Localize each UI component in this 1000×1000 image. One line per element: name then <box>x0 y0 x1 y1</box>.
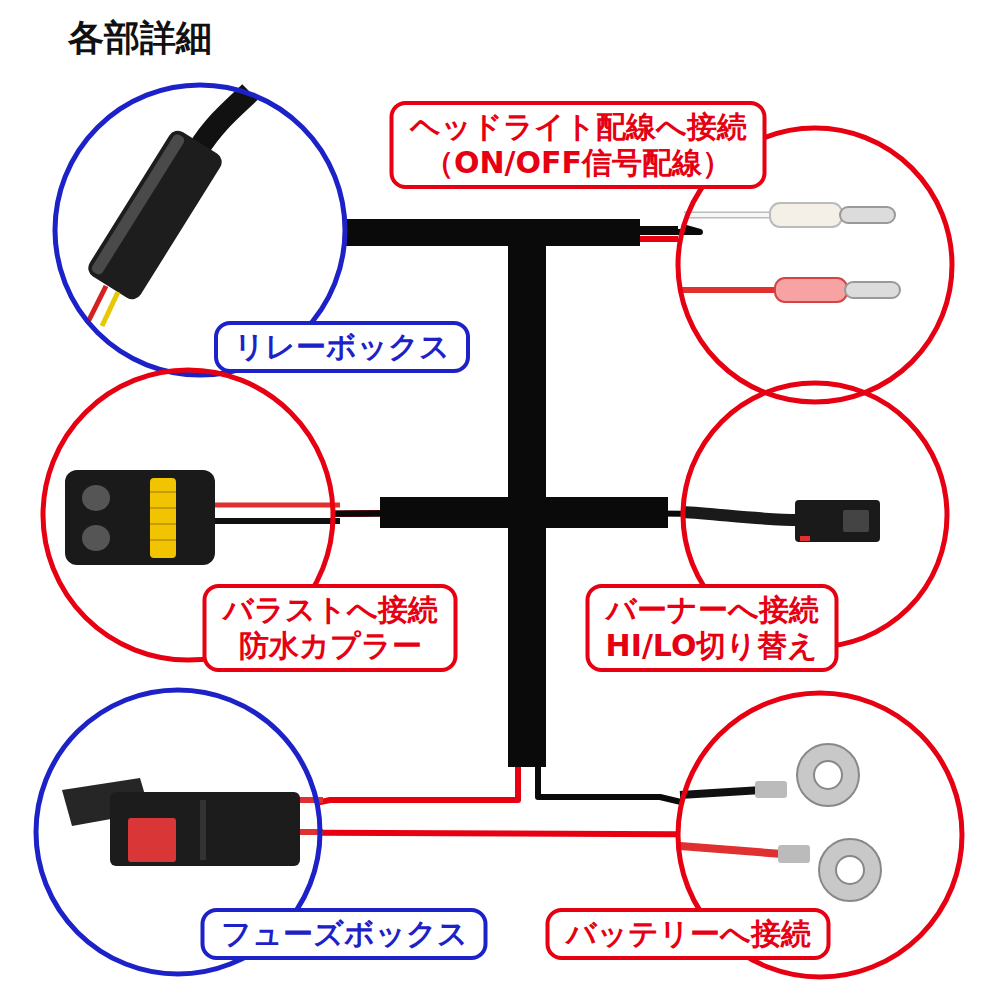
ring-terminal <box>797 744 859 806</box>
ring-hole <box>836 856 864 884</box>
diagram-title: 各部詳細 <box>68 14 212 63</box>
part-circle: バッテリーへ接続 <box>675 690 965 980</box>
crimp <box>778 845 810 863</box>
callout-label: フューズボックス <box>201 908 488 960</box>
trunk-bar <box>346 219 640 246</box>
part-label: ヘッドライト配線へ接続 （ON/OFF信号配線） <box>410 109 747 181</box>
part-label: バッテリーへ接続 <box>566 916 811 952</box>
bullet-pin <box>840 207 895 223</box>
red-wire <box>679 287 777 293</box>
harness-wire <box>322 833 676 835</box>
sleeve <box>770 203 842 227</box>
part-circle: リレーボックス <box>52 82 348 378</box>
yellow-seal <box>150 478 176 558</box>
harness-wire <box>347 227 700 232</box>
burner-connector-photo <box>682 500 880 542</box>
bullet-pin <box>845 282 900 298</box>
connector-body <box>795 500 880 542</box>
fuse <box>128 818 176 862</box>
harness-wire <box>335 512 681 514</box>
relay-highlight <box>90 133 186 277</box>
bullet-connector-photo <box>679 203 900 302</box>
relay-body <box>85 127 226 303</box>
holder-seam <box>200 800 206 860</box>
coupler-hole <box>82 525 110 551</box>
waterproof-coupler-photo <box>65 470 340 565</box>
black-wire <box>210 518 340 524</box>
holder-body <box>110 792 300 866</box>
ring-hole <box>814 761 842 789</box>
fuse-holder-photo <box>62 778 323 866</box>
callout-label: バーナーへ接続 HI/LO切り替え <box>586 584 839 672</box>
red-wire <box>210 503 340 508</box>
sleeve <box>775 278 847 302</box>
callout-label: バッテリーへ接続 <box>546 908 831 960</box>
part-label: バーナーへ接続 HI/LO切り替え <box>606 592 819 664</box>
harness-trunk <box>346 219 678 767</box>
callout-label: ヘッドライト配線へ接続 （ON/OFF信号配線） <box>390 101 767 189</box>
part-circle: フューズボックス <box>33 687 323 977</box>
red-wire <box>680 846 782 854</box>
part-circle: バーナーへ接続 HI/LO切り替え <box>680 380 950 650</box>
part-circle: バラストへ接続 防水カプラー <box>40 367 336 663</box>
ring-terminal <box>819 839 881 901</box>
trunk-bar <box>380 497 668 528</box>
black-wire <box>680 790 762 795</box>
part-label: リレーボックス <box>234 329 450 365</box>
burner-cable <box>682 512 800 520</box>
relay-case <box>85 127 226 303</box>
part-circle: ヘッドライト配線へ接続 （ON/OFF信号配線） <box>675 125 955 405</box>
callout-label: リレーボックス <box>214 321 470 373</box>
white-wire <box>684 212 772 219</box>
coupler-body <box>65 470 215 565</box>
relay-wire <box>88 286 106 322</box>
part-label: フューズボックス <box>221 916 468 952</box>
relay-wire <box>102 292 118 326</box>
ring-terminal-photo <box>680 744 881 901</box>
holder-lid <box>62 778 150 826</box>
relay-box-photo <box>85 92 250 326</box>
relay-cable <box>198 92 250 150</box>
white-wire <box>684 213 772 217</box>
connector-mark <box>800 536 810 541</box>
coupler-hole <box>82 485 110 511</box>
signal-wire <box>640 236 678 242</box>
crimp <box>755 781 787 798</box>
connector-slot <box>843 510 869 532</box>
seal-ridges <box>150 492 176 540</box>
signal-wire <box>640 226 678 231</box>
trunk-bar <box>508 219 546 767</box>
part-label: バラストへ接続 防水カプラー <box>223 592 438 664</box>
callout-label: バラストへ接続 防水カプラー <box>203 584 458 672</box>
